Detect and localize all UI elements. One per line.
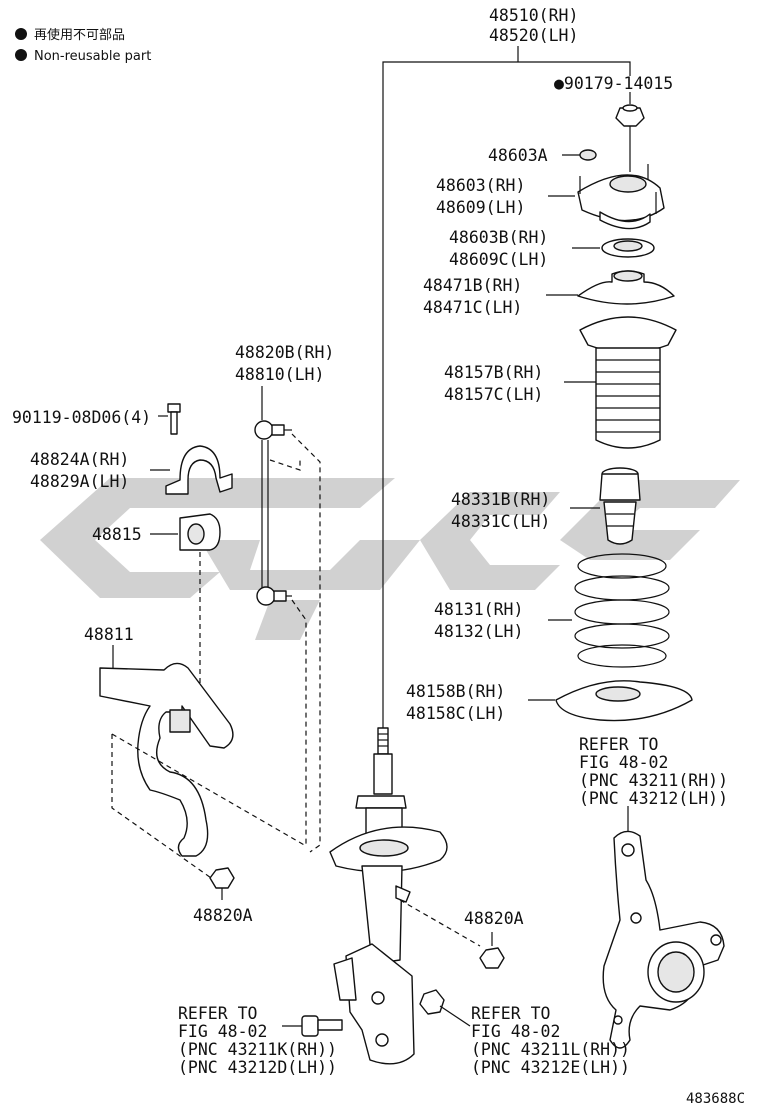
- cap-part: [562, 149, 597, 161]
- refer-bolt-line4: (PNC 43212D(LH)): [178, 1058, 337, 1077]
- upper-seat-part: [546, 270, 675, 305]
- dust-boot-part: [564, 316, 677, 449]
- label-48331c: 48331C(LH): [451, 512, 550, 531]
- figure-id: 483688C: [686, 1091, 745, 1107]
- label-48131: 48131(RH): [434, 600, 523, 619]
- label-90119: 90119-08D06(4): [12, 408, 151, 427]
- refer-knuckle-line4: (PNC 43212(LH)): [579, 789, 728, 808]
- top-nut-part: [615, 92, 645, 172]
- strut-mount-part: [548, 164, 665, 230]
- link-nut-left-part: [209, 867, 235, 900]
- label-48603b: 48603B(RH): [449, 228, 548, 247]
- bracket-bolt-part: [158, 403, 181, 435]
- label-48471b: 48471B(RH): [423, 276, 522, 295]
- label-48811: 48811: [84, 625, 134, 644]
- label-48471c: 48471C(LH): [423, 298, 522, 317]
- knuckle-bolt-part: [282, 1015, 343, 1037]
- label-48158b: 48158B(RH): [406, 682, 505, 701]
- refer-knuckle-line3: (PNC 43211(RH)): [579, 771, 728, 790]
- legend-bullet-icon: [15, 28, 27, 40]
- shock-absorber-part: [329, 727, 448, 1065]
- label-48815: 48815: [92, 525, 142, 544]
- refer-bolt-line3: (PNC 43211K(RH)): [178, 1040, 337, 1059]
- refer-knuckle-line2: FIG 48-02: [579, 753, 668, 772]
- label-48603a: 48603A: [488, 146, 548, 165]
- refer-knuckle-line1: REFER TO: [579, 735, 658, 754]
- bushing-bracket-part: [150, 445, 233, 495]
- label-48132: 48132(LH): [434, 622, 523, 641]
- stabilizer-bar-part: [99, 645, 307, 881]
- legend-en-text: Non-reusable part: [34, 49, 151, 64]
- refer-bolt-line2: FIG 48-02: [178, 1022, 267, 1041]
- refer-bolt-line1: REFER TO: [178, 1004, 257, 1023]
- legend-bullet-icon: [15, 49, 27, 61]
- label-48829a: 48829A(LH): [30, 472, 129, 491]
- label-48157c: 48157C(LH): [444, 385, 543, 404]
- part-labels: 48510(RH) 48520(LH) ●90179-14015 48603A …: [12, 6, 745, 1107]
- coil-spring-part: [548, 553, 670, 668]
- label-48331b: 48331B(RH): [451, 490, 550, 509]
- label-48824a: 48824A(RH): [30, 450, 129, 469]
- label-48609c: 48609C(LH): [449, 250, 548, 269]
- label-48810: 48810(LH): [235, 365, 324, 384]
- legend: 再使用不可部品 Non-reusable part: [15, 27, 151, 64]
- strut-assembly-bracket: [382, 46, 631, 730]
- steering-knuckle-part: [602, 806, 725, 1049]
- refer-nut-line1: REFER TO: [471, 1004, 550, 1023]
- label-48603: 48603(RH): [436, 176, 525, 195]
- label-48157b: 48157B(RH): [444, 363, 543, 382]
- stabilizer-bushing-part: [150, 513, 221, 700]
- refer-nut-line3: (PNC 43211L(RH)): [471, 1040, 630, 1059]
- watermark-logo: [40, 478, 740, 640]
- refer-nut-line2: FIG 48-02: [471, 1022, 560, 1041]
- label-90179: ●90179-14015: [554, 74, 673, 93]
- label-48158c: 48158C(LH): [406, 704, 505, 723]
- link-nut-right-part: [399, 899, 505, 969]
- refer-nut-line4: (PNC 43212E(LH)): [471, 1058, 630, 1077]
- knuckle-nut-part: [419, 989, 471, 1027]
- bearing-part: [572, 238, 655, 258]
- bump-stopper-part: [570, 467, 641, 545]
- lower-insulator-part: [528, 680, 693, 722]
- label-48820a-right: 48820A: [464, 909, 524, 928]
- stabilizer-link-part: [254, 386, 321, 853]
- label-48609: 48609(LH): [436, 198, 525, 217]
- label-48520: 48520(LH): [489, 26, 578, 45]
- label-48820a-left: 48820A: [193, 906, 253, 925]
- label-48510: 48510(RH): [489, 6, 578, 25]
- legend-jp-text: 再使用不可部品: [34, 27, 125, 43]
- label-48820b: 48820B(RH): [235, 343, 334, 362]
